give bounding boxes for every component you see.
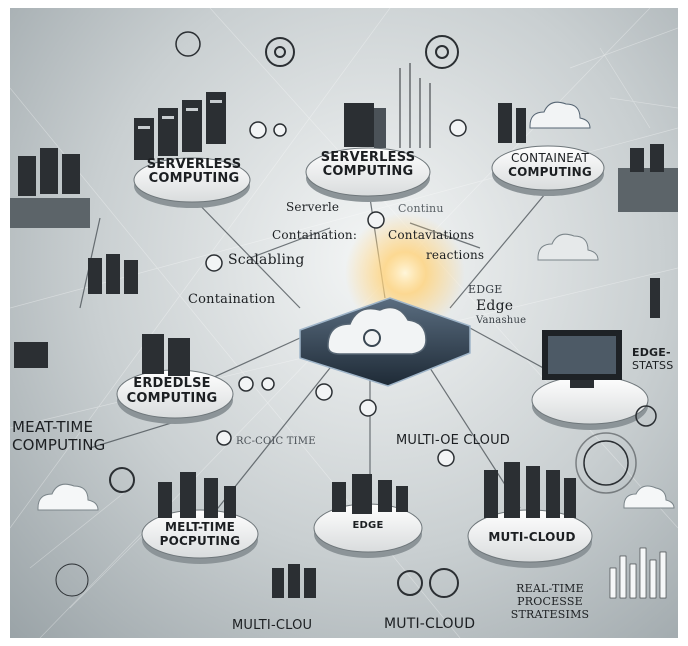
platform-label-line: COMPUTING <box>508 165 592 179</box>
platform-label-line: COMPUTING <box>322 164 414 179</box>
label-multi-oe-cloud: MULTI-OE CLOUD <box>396 433 511 448</box>
platform-label-bottom-left: MELT-TIME POCPUTING <box>160 520 241 548</box>
label-line: MEAT-TIME <box>12 418 94 436</box>
platform-label-bottom-center: EDGE <box>353 520 384 531</box>
label-scalabling: Scalabling <box>228 252 305 268</box>
diagram-graphics <box>10 8 678 638</box>
bar-chart-icon <box>609 547 667 599</box>
label-contaviations: Contaviations <box>388 228 475 242</box>
label-line: STRATESIMS <box>510 608 590 621</box>
platform-label-line: SERVERLESS <box>320 150 416 165</box>
server-rack-icon <box>332 474 408 514</box>
label-real-time-computing: MEAT-TIME COMPUTING <box>12 418 105 454</box>
label-line: COMPUTING <box>12 436 106 454</box>
label-edge: Edge <box>476 298 514 314</box>
server-rack-icon <box>344 103 374 147</box>
platform-label-line: CONTAINEAT <box>510 151 590 165</box>
platform-label-top-left: SERVERLESS COMPUTING <box>147 158 242 186</box>
label-line: PROCESSE <box>517 595 583 608</box>
label-line: REAL-TIME <box>516 582 584 595</box>
platform-bottom-left <box>141 472 259 564</box>
server-rack-icon <box>498 103 526 143</box>
platform-mid-right <box>531 330 649 430</box>
label-real-time-strategies: REAL-TIME PROCESSE STRATESIMS <box>511 582 590 621</box>
platform-top-right <box>491 101 605 196</box>
server-rack-icon <box>142 334 190 376</box>
server-rack-icon <box>158 472 236 518</box>
platform-label-line: SERVERLESS <box>146 157 242 172</box>
platform-label-line: COMPUTING <box>126 391 218 406</box>
platform-label-bottom-right: MUTI-CLOUD <box>488 530 575 544</box>
platform-label-line: POCPUTING <box>159 534 241 548</box>
platform-label-mid-left: ERDEDLSE COMPUTING <box>127 376 218 406</box>
platform-mid-left <box>116 334 234 424</box>
label-line: STATSS <box>632 359 674 372</box>
label-serverle: Serverle <box>286 200 340 214</box>
label-edge-strategies: EDGE- STATSS <box>632 346 673 372</box>
platform-label-top-center: SERVERLESS COMPUTING <box>321 151 416 179</box>
platform-label-line: ERDEDLSE <box>133 376 211 391</box>
platform-label-line: MUTI-CLOUD <box>488 530 576 544</box>
platform-label-line: MELT-TIME <box>164 520 236 534</box>
label-edge-sub: Vanashue <box>476 315 527 326</box>
platform-label-line: EDGE <box>352 520 384 531</box>
side-server-right <box>618 144 678 318</box>
cloud-icon <box>529 101 591 129</box>
central-cloud-hub <box>299 213 471 387</box>
platform-bottom-right <box>467 462 593 568</box>
platform-top-center <box>305 63 431 202</box>
platform-label-line: COMPUTING <box>148 171 240 186</box>
label-line: EDGE- <box>632 346 671 359</box>
label-edge-caps: EDGE <box>468 283 503 296</box>
multi-cloud-servers <box>272 564 316 598</box>
globe-icon <box>175 31 657 494</box>
label-reactions: reactions <box>426 248 485 262</box>
label-continu: Continu <box>398 202 444 215</box>
platform-label-top-right: CONTAINEAT COMPUTING <box>508 151 592 179</box>
gear-icon <box>55 35 459 598</box>
cloud-icon <box>37 233 675 511</box>
lock-icon <box>205 119 467 467</box>
platform-bottom-center <box>313 474 423 558</box>
side-server-left <box>10 148 138 368</box>
platform-top-left <box>133 92 251 208</box>
label-rc-time: RC-COIC TIME <box>236 436 316 447</box>
label-multi-clou: MULTI-CLOU <box>232 618 313 633</box>
label-containation-colon: Containation: <box>272 228 358 242</box>
label-containation: Containation <box>188 292 276 307</box>
infographic-canvas: SERVERLESS COMPUTING SERVERLESS COMPUTIN… <box>10 8 678 638</box>
label-muti-cloud: MUTI-CLOUD <box>384 616 476 632</box>
server-rack-icon <box>484 462 576 518</box>
